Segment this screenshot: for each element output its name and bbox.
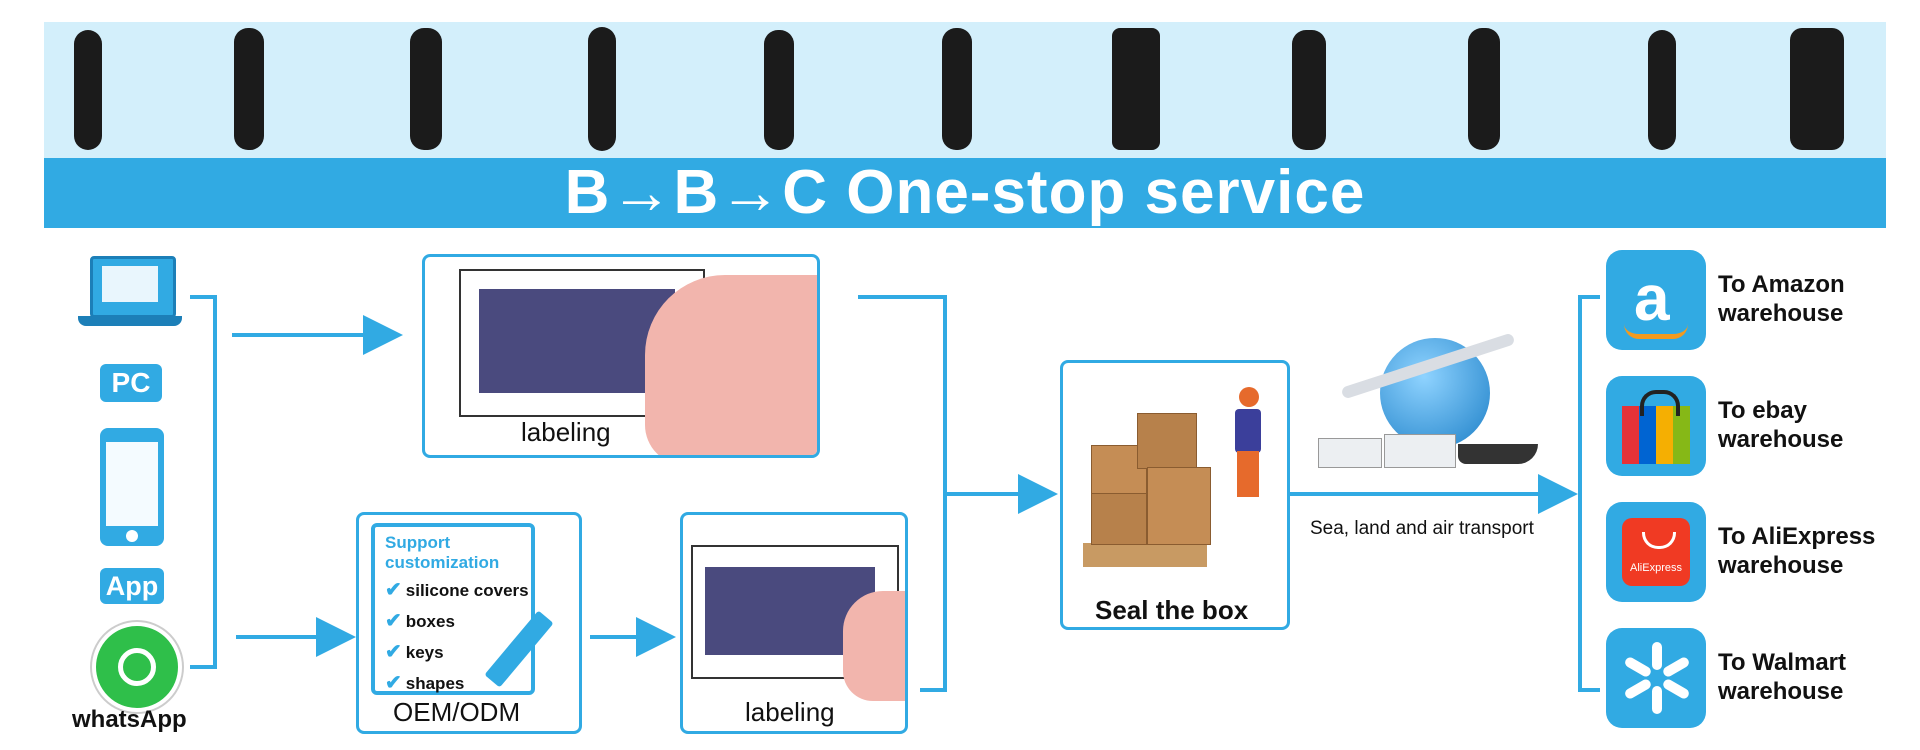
customization-title-2: customization <box>385 553 500 572</box>
smartphone-app-icon <box>100 428 164 546</box>
remote-control-icon <box>764 30 794 150</box>
seal-box-step: Seal the box <box>1060 360 1290 630</box>
aliexpress-bag-icon: AliExpress <box>1606 502 1706 602</box>
truck-icon <box>1384 434 1456 468</box>
amazon-logo-icon: a <box>1606 250 1706 350</box>
worker-icon <box>1231 387 1265 497</box>
labeling-step-top: labeling <box>422 254 820 458</box>
remote-control-icon <box>1112 28 1160 150</box>
pc-laptop-icon <box>78 254 182 346</box>
checkmark-icon: ✔ <box>385 672 402 694</box>
remote-control-icon <box>1292 30 1326 150</box>
check-item: ✔shapes <box>385 672 465 694</box>
remote-gallery-strip <box>44 22 1886 158</box>
hand-icon <box>645 275 817 455</box>
labeling-bottom-label: labeling <box>745 697 835 727</box>
remote-control-icon <box>942 28 972 150</box>
labeling-top-label: labeling <box>521 417 611 447</box>
remote-control-icon <box>410 28 442 150</box>
remote-control-icon <box>234 28 264 150</box>
pc-label: PC <box>100 364 162 402</box>
transport-illustration <box>1318 332 1540 478</box>
checkmark-icon: ✔ <box>385 610 402 632</box>
oem-odm-label: OEM/ODM <box>393 697 521 727</box>
cardboard-box-icon <box>1147 467 1211 545</box>
oem-odm-step: Support customization ✔silicone covers ✔… <box>356 512 582 734</box>
ebay-shopping-bag-icon <box>1606 376 1706 476</box>
check-item: ✔silicone covers <box>385 579 529 601</box>
cardboard-box-icon <box>1137 413 1197 469</box>
remote-control-icon <box>1648 30 1676 150</box>
seal-box-label: Seal the box <box>1095 595 1249 625</box>
remote-control-icon <box>74 30 102 150</box>
remote-control-icon <box>1790 28 1844 150</box>
customization-title-1: Support <box>385 533 451 552</box>
check-item: ✔keys <box>385 641 444 663</box>
check-item: ✔boxes <box>385 610 455 632</box>
cardboard-box-icon <box>1091 445 1147 497</box>
app-label: App <box>100 568 164 604</box>
hand-icon <box>843 591 905 701</box>
checkmark-icon: ✔ <box>385 641 402 663</box>
walmart-spark-icon <box>1606 628 1706 728</box>
labeling-step-bottom: labeling <box>680 512 908 734</box>
remote-control-icon <box>588 27 616 151</box>
checkmark-icon: ✔ <box>385 579 402 601</box>
whatsapp-label: whatsApp <box>72 706 187 733</box>
whatsapp-icon <box>92 622 182 712</box>
ship-icon <box>1458 444 1538 464</box>
truck-icon <box>1318 438 1382 468</box>
cardboard-box-icon <box>1091 493 1147 545</box>
transport-label: Sea, land and air transport <box>1310 518 1534 539</box>
banner-title: B→B→C One-stop service <box>44 158 1886 228</box>
pallet-icon <box>1083 543 1207 567</box>
remote-control-icon <box>1468 28 1500 150</box>
